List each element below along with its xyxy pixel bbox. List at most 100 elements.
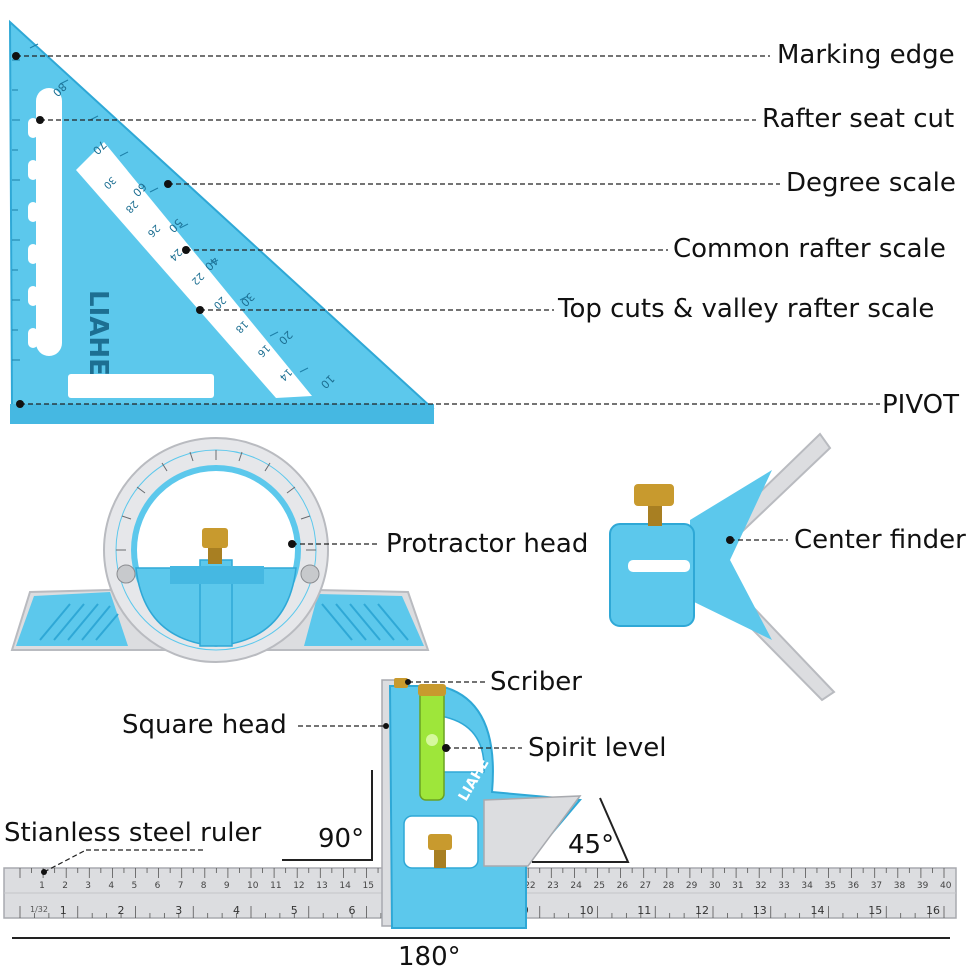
ruler-cm-label: 7 xyxy=(178,881,184,891)
ruler-inch-label: 5 xyxy=(291,904,298,917)
hypotenuse-ticks xyxy=(29,43,309,373)
ruler-cm-label: 24 xyxy=(570,881,582,891)
angle-45-lines xyxy=(532,797,630,863)
ruler-inch-label: 4 xyxy=(233,904,240,917)
ruler-cm-label: 32 xyxy=(755,881,766,891)
ruler-inch-label: 1 xyxy=(60,904,67,917)
protractor-degree-ticks xyxy=(116,450,316,551)
ruler-cm-label: 36 xyxy=(848,881,860,891)
ruler-inch-label: 15 xyxy=(868,904,882,917)
scriber-icon xyxy=(394,678,408,688)
callout-dots xyxy=(12,52,734,875)
label-rafter-seat-cut: Rafter seat cut xyxy=(762,104,955,134)
ruler-cm-label: 15 xyxy=(363,881,374,891)
ruler-inch-label: 13 xyxy=(753,904,767,917)
rafter-square-diagonal-slot xyxy=(76,142,312,398)
label-square-head: Square head xyxy=(122,710,287,740)
rafter-square-base-lip xyxy=(10,404,434,424)
center-finder-slot xyxy=(628,560,690,572)
protractor-brass-knob xyxy=(202,528,228,548)
ruler-cm-label: 10 xyxy=(247,881,259,891)
ruler-cm-label: 3 xyxy=(85,881,91,891)
ruler-cm-label: 31 xyxy=(732,881,743,891)
center-finder-blue-wing xyxy=(690,470,772,640)
ruler-cm-label: 23 xyxy=(547,881,558,891)
rafter-square-slot xyxy=(36,88,62,356)
ruler-cm-label: 29 xyxy=(686,881,698,891)
center-finder xyxy=(609,432,836,702)
center-finder-brass-knob xyxy=(634,484,674,506)
label-common-rafter-scale: Common rafter scale xyxy=(673,234,946,264)
protractor-brass-spring xyxy=(208,548,222,564)
spirit-level-bubble xyxy=(426,734,438,746)
rafter-square-bottom-slot xyxy=(68,374,214,398)
square-head-brass-knob xyxy=(428,834,452,850)
ruler-inch-label: 2 xyxy=(118,904,125,917)
ruler-cm-label: 37 xyxy=(871,881,882,891)
ruler-cm-label: 38 xyxy=(894,881,906,891)
label-angle-180: 180° xyxy=(398,942,461,972)
spirit-level-cap-top xyxy=(418,684,446,696)
label-center-finder: Center finder xyxy=(794,525,966,555)
ruler-cm-label: 9 xyxy=(224,881,230,891)
ruler-cm-label: 8 xyxy=(201,881,207,891)
center-finder-body xyxy=(609,523,695,627)
ruler-cm-label: 40 xyxy=(940,881,952,891)
ruler-cm-label: 35 xyxy=(825,881,836,891)
ruler-cm-label: 2 xyxy=(62,881,68,891)
square-head: LIAHE xyxy=(381,678,583,929)
ruler-cm-label: 6 xyxy=(155,881,161,891)
label-ruler: Stianless steel ruler xyxy=(4,818,262,848)
label-top-cuts: Top cuts & valley rafter scale xyxy=(558,294,935,324)
square-head-brass-spring xyxy=(434,850,446,868)
label-pivot: PIVOT xyxy=(882,390,960,420)
ruler-inch-label: 10 xyxy=(580,904,594,917)
ruler-cm-label: 30 xyxy=(709,881,721,891)
ruler-inch-label: 3 xyxy=(175,904,182,917)
ruler-fraction-label: 1/32 xyxy=(30,905,48,914)
center-finder-brass-spring xyxy=(648,506,662,526)
label-marking-edge: Marking edge xyxy=(777,40,955,70)
ruler-inch-label: 12 xyxy=(695,904,709,917)
ruler-cm-label: 13 xyxy=(316,881,327,891)
ruler-inch-label: 11 xyxy=(637,904,651,917)
square-head-45-edge xyxy=(483,795,582,867)
label-spirit-level: Spirit level xyxy=(528,733,667,763)
rafter-square-body xyxy=(8,19,435,409)
ruler-cm-label: 1 xyxy=(39,881,45,891)
ruler-cm-label: 34 xyxy=(801,881,813,891)
ruler-cm-label: 39 xyxy=(917,881,929,891)
callout-leaders xyxy=(16,55,880,873)
ruler-inch-label: 6 xyxy=(349,904,356,917)
ruler-cm-label: 22 xyxy=(524,881,535,891)
label-protractor-head: Protractor head xyxy=(386,529,589,559)
label-angle-45: 45° xyxy=(568,830,615,860)
label-scriber: Scriber xyxy=(490,667,582,697)
ruler-inch-label: 16 xyxy=(926,904,940,917)
ruler-cm-label: 11 xyxy=(270,881,281,891)
angle-indicators xyxy=(12,770,950,939)
ruler-inch-labels: 12345678910111213141516 xyxy=(60,904,940,917)
ruler-inch-label: 14 xyxy=(811,904,825,917)
slot-notches xyxy=(28,118,38,348)
label-angle-90: 90° xyxy=(318,824,365,854)
ruler-cm-label: 25 xyxy=(594,881,605,891)
ruler-cm-label: 33 xyxy=(778,881,789,891)
ruler-cm-label: 26 xyxy=(617,881,629,891)
ruler-cm-label: 4 xyxy=(108,881,114,891)
angle-90-lines xyxy=(282,770,373,861)
ruler-cm-label: 28 xyxy=(663,881,675,891)
square-head-window xyxy=(439,715,485,773)
wing-hatching xyxy=(39,603,409,641)
ruler-cm-label: 5 xyxy=(132,881,138,891)
rafter-square: 80 70 60 50 40 30 20 10 30 28 26 24 22 2… xyxy=(8,19,435,424)
ruler-cm-label: 12 xyxy=(293,881,304,891)
ruler-cm-label: 27 xyxy=(640,881,651,891)
protractor-crossbar xyxy=(170,566,264,584)
protractor-head xyxy=(10,437,430,663)
ruler-cm-label: 14 xyxy=(339,881,351,891)
protractor-right-screw-icon xyxy=(300,564,320,584)
label-degree-scale: Degree scale xyxy=(786,168,956,198)
rafter-square-brand-logo: LIAHE xyxy=(83,290,113,376)
